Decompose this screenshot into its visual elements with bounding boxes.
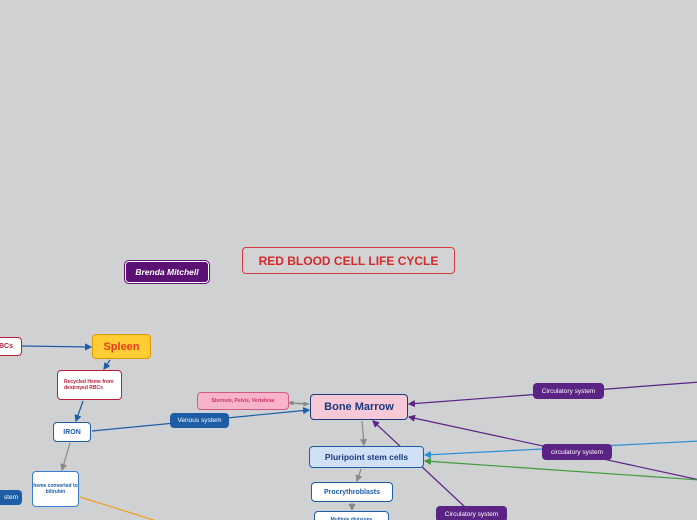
node-rbcs[interactable]: BCs: [0, 337, 22, 356]
link-green-pluri: [423, 457, 697, 481]
node-spleen[interactable]: Spleen: [92, 334, 151, 359]
link-heme-offscreen: [79, 496, 156, 520]
link-recycled-iron: [74, 400, 84, 423]
link-dot: [290, 401, 294, 405]
link-iron-heme: [60, 442, 71, 472]
node-venous-system[interactable]: Venous system: [170, 413, 229, 428]
node-recycled-heme[interactable]: Recycled Heme from destroyed RBCs: [57, 370, 122, 400]
node-procrythroblasts[interactable]: Procrythroblasts: [311, 482, 393, 502]
link-rbcs-spleen: [21, 343, 93, 351]
link-spleen-recycled: [103, 359, 111, 370]
link-dot: [303, 402, 307, 406]
node-circulatory-system-3[interactable]: Circulatory system: [436, 506, 507, 520]
node-system-left[interactable]: stem: [0, 490, 22, 505]
node-iron[interactable]: IRON: [53, 422, 91, 442]
author-label[interactable]: Brenda Mitchell: [125, 261, 209, 283]
link-bone-pluri: [359, 420, 368, 447]
node-circulatory-system-2[interactable]: circulatory system: [542, 444, 612, 460]
node-sternum-pelvis-vertebrae[interactable]: Sternum, Pelvis, Vertebrae: [197, 392, 289, 410]
node-bone-marrow[interactable]: Bone Marrow: [310, 394, 408, 420]
node-pluripoint-stem-cells[interactable]: Pluripoint stem cells: [309, 446, 424, 468]
node-multiple-divisions[interactable]: Multiple divisions: [314, 511, 389, 520]
node-heme-converted[interactable]: heme converted to bilirubin: [32, 471, 79, 507]
central-topic-title[interactable]: RED BLOOD CELL LIFE CYCLE: [242, 247, 455, 274]
node-circulatory-system-1[interactable]: Circulatory system: [533, 383, 604, 399]
link-pluri-procry: [355, 468, 363, 483]
